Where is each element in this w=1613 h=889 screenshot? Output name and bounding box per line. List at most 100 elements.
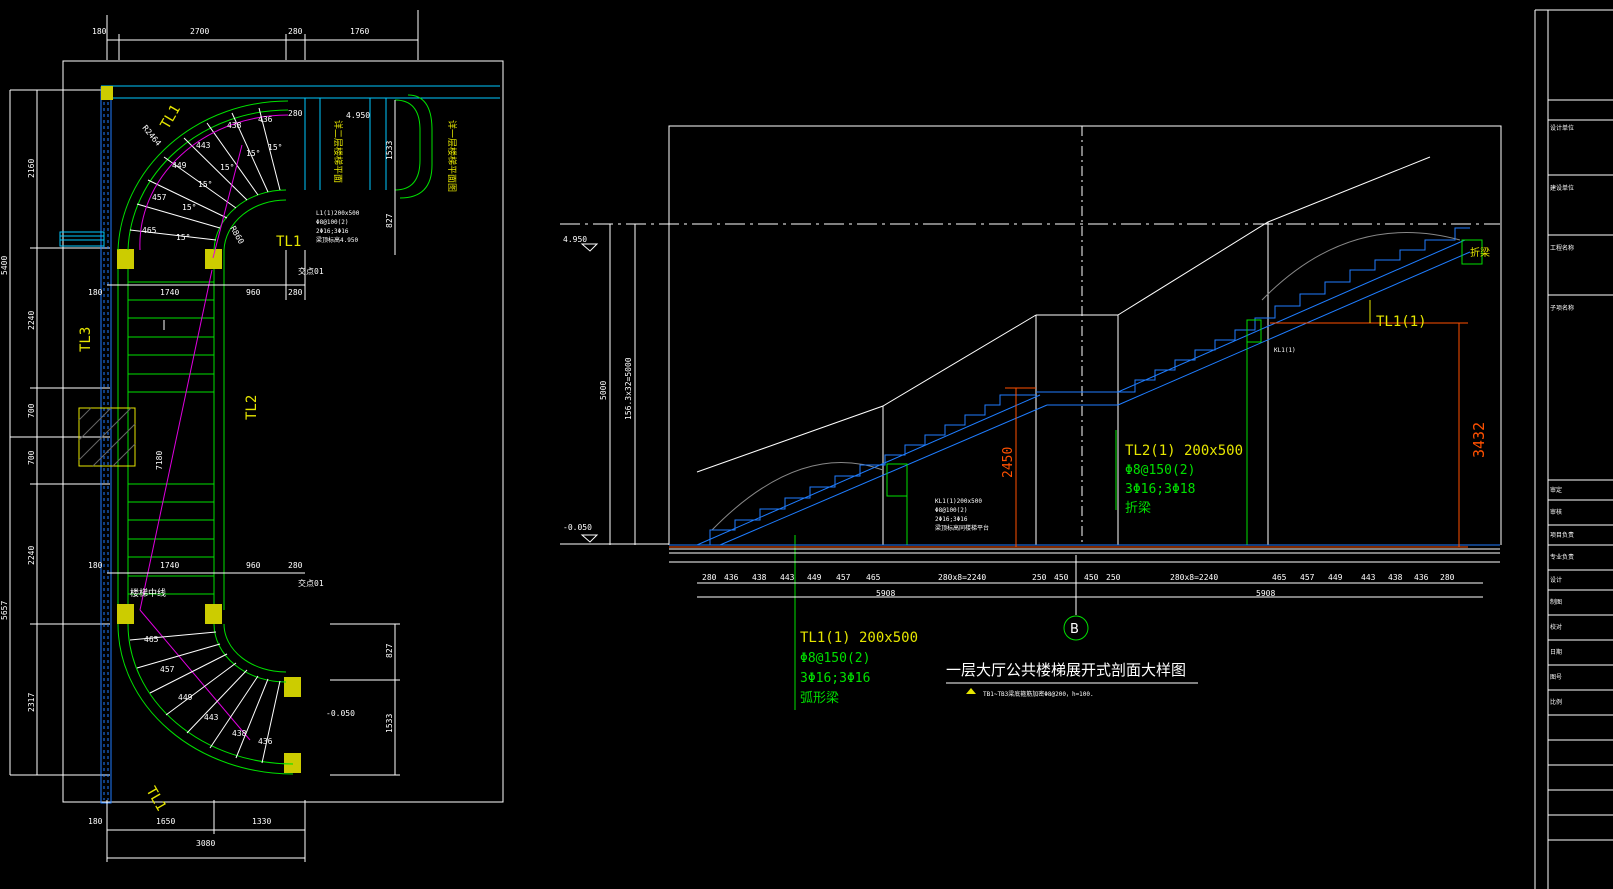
upper-spiral-treads: [129, 107, 281, 241]
lower-tread-436: 436: [258, 737, 273, 746]
column-1: [117, 249, 134, 269]
svg-text:Φ8@150(2): Φ8@150(2): [1125, 463, 1195, 478]
svg-text:折梁: 折梁: [1125, 501, 1151, 516]
length-label: 7180: [155, 451, 164, 470]
svg-text:449: 449: [1328, 573, 1343, 582]
lower-tread-449: 449: [178, 693, 193, 702]
tl2-callout: TL2(1) 200x500 Φ8@150(2) 3Φ16;3Φ18 折梁: [1125, 443, 1243, 516]
section-elev-bottom: -0.050: [563, 523, 592, 532]
svg-text:弧形梁: 弧形梁: [800, 691, 839, 706]
beam-tl2: TL2: [244, 395, 260, 420]
handrail-label: 楼梯中线: [130, 587, 166, 599]
height-5000-b: 156.3x32=5000: [624, 357, 633, 420]
top-dim-3: 280: [288, 27, 303, 36]
left-dim-5400: 5400: [0, 256, 9, 275]
left-dim-2240: 2240: [27, 311, 36, 330]
svg-text:280: 280: [702, 573, 717, 582]
svg-text:图号: 图号: [1550, 674, 1562, 681]
svg-text:449: 449: [807, 573, 822, 582]
left-dim-5657: 5657: [0, 601, 9, 620]
svg-text:2Φ16;3Φ16: 2Φ16;3Φ16: [316, 228, 349, 235]
span-dim-right: 5908: [1256, 589, 1275, 598]
angle-3: 15°: [198, 180, 212, 189]
svg-text:设计: 设计: [1550, 576, 1562, 584]
svg-text:450: 450: [1054, 573, 1069, 582]
lower-dim-960: 960: [246, 561, 261, 570]
svg-text:Φ8@150(2): Φ8@150(2): [800, 651, 870, 666]
svg-text:438: 438: [1388, 573, 1403, 582]
top-dim-4: 1760: [350, 27, 369, 36]
lower-dim-280: 280: [288, 561, 303, 570]
svg-text:子项名称: 子项名称: [1550, 304, 1574, 312]
svg-text:梁顶标高同楼梯平台: 梁顶标高同楼梯平台: [935, 524, 989, 532]
svg-text:项目负责: 项目负责: [1550, 531, 1574, 539]
svg-text:438: 438: [752, 573, 767, 582]
svg-text:TL2(1) 200x500: TL2(1) 200x500: [1125, 443, 1243, 459]
svg-text:TL1(1) 200x500: TL1(1) 200x500: [800, 630, 918, 646]
upper-dim-1740: 1740: [160, 288, 179, 297]
lower-dim-180: 180: [88, 561, 103, 570]
svg-text:Φ8@100(2): Φ8@100(2): [935, 507, 968, 514]
tl1-callout: TL1(1) 200x500 Φ8@150(2) 3Φ16;3Φ16 弧形梁: [800, 630, 918, 706]
column-4: [205, 604, 222, 624]
svg-text:436: 436: [724, 573, 739, 582]
beam-note: L1(1)200x500 Φ8@100(2) 2Φ16;3Φ16 梁顶标高4.9…: [316, 210, 360, 244]
column-hatched: [78, 407, 136, 467]
svg-text:443: 443: [1361, 573, 1376, 582]
lower-tread-465: 465: [144, 635, 159, 644]
angle-6: 15°: [268, 143, 282, 152]
stair-section-view: 2450 3432 4.950 -0.050 5000 156.3x32=500…: [560, 125, 1502, 710]
svg-text:465: 465: [1272, 573, 1287, 582]
bottom-dim-3080: 3080: [196, 839, 215, 848]
svg-text:280x8=2240: 280x8=2240: [1170, 573, 1218, 582]
section-tread-dims: 280 436 438 443 449 457 465 280x8=2240 2…: [702, 573, 1455, 582]
note-a: 详二层楼梯平面: [332, 120, 344, 183]
angle-4: 15°: [220, 163, 234, 172]
svg-text:457: 457: [836, 573, 851, 582]
beam-tl3: TL3: [78, 327, 94, 352]
tl1-top-label: TL1(1): [1376, 314, 1427, 330]
right-dim-827-bottom: 827: [385, 643, 394, 658]
upper-tread-449: 449: [172, 161, 187, 170]
upper-dim-280: 280: [288, 288, 303, 297]
svg-text:3Φ16;3Φ18: 3Φ16;3Φ18: [1125, 482, 1195, 497]
upper-dim-180: 180: [88, 288, 103, 297]
section-note: TB1~TB3梁底箍筋加密Φ8@200，h=100.: [983, 690, 1094, 698]
upper-tread-443: 443: [196, 141, 211, 150]
lower-tread-438: 438: [232, 729, 247, 738]
column-7: [101, 86, 113, 100]
svg-text:280x8=2240: 280x8=2240: [938, 573, 986, 582]
height-5000: 5000: [599, 381, 608, 400]
stair-plan-view: 180 2700 280 1760 2160 5400 2240 700 700…: [0, 10, 504, 862]
elevation-bottom: -0.050: [326, 709, 355, 718]
bottom-dim-180: 180: [88, 817, 103, 826]
svg-text:制图: 制图: [1550, 598, 1562, 606]
section-elev-top: 4.950: [563, 235, 587, 244]
svg-text:工程名称: 工程名称: [1550, 244, 1574, 252]
angle-1: 15°: [176, 233, 190, 242]
section-title: 一层大厅公共楼梯展开式剖面大样图: [946, 661, 1186, 679]
top-dim-2: 2700: [190, 27, 209, 36]
grid-bubble-b[interactable]: [1063, 615, 1089, 641]
lower-spiral-treads: [129, 631, 281, 764]
svg-text:KL1(1)200x500: KL1(1)200x500: [935, 498, 982, 505]
beam-tag-right: 折梁: [1470, 246, 1490, 259]
lower-dim-1740: 1740: [160, 561, 179, 570]
svg-text:250: 250: [1106, 573, 1121, 582]
svg-text:Φ8@100(2): Φ8@100(2): [316, 219, 349, 226]
svg-text:日期: 日期: [1550, 648, 1562, 656]
kl1-label: KL1(1): [1274, 347, 1296, 354]
left-dim-700b: 700: [27, 450, 36, 465]
svg-text:审定: 审定: [1550, 486, 1562, 494]
lower-tread-457: 457: [160, 665, 175, 674]
upper-tread-280: 280: [288, 109, 303, 118]
span-dim-left: 5908: [876, 589, 895, 598]
straight-treads: [128, 281, 214, 595]
svg-text:3Φ16;3Φ16: 3Φ16;3Φ16: [800, 671, 870, 686]
title-block: 设计单位 建设单位 工程名称 子项名称 审定 审核 项目负责 专业负责 设计 制…: [1534, 9, 1613, 889]
lower-tread-443: 443: [204, 713, 219, 722]
column-2: [205, 249, 222, 269]
svg-text:校对: 校对: [1550, 623, 1562, 631]
svg-text:L1(1)200x500: L1(1)200x500: [316, 210, 360, 217]
